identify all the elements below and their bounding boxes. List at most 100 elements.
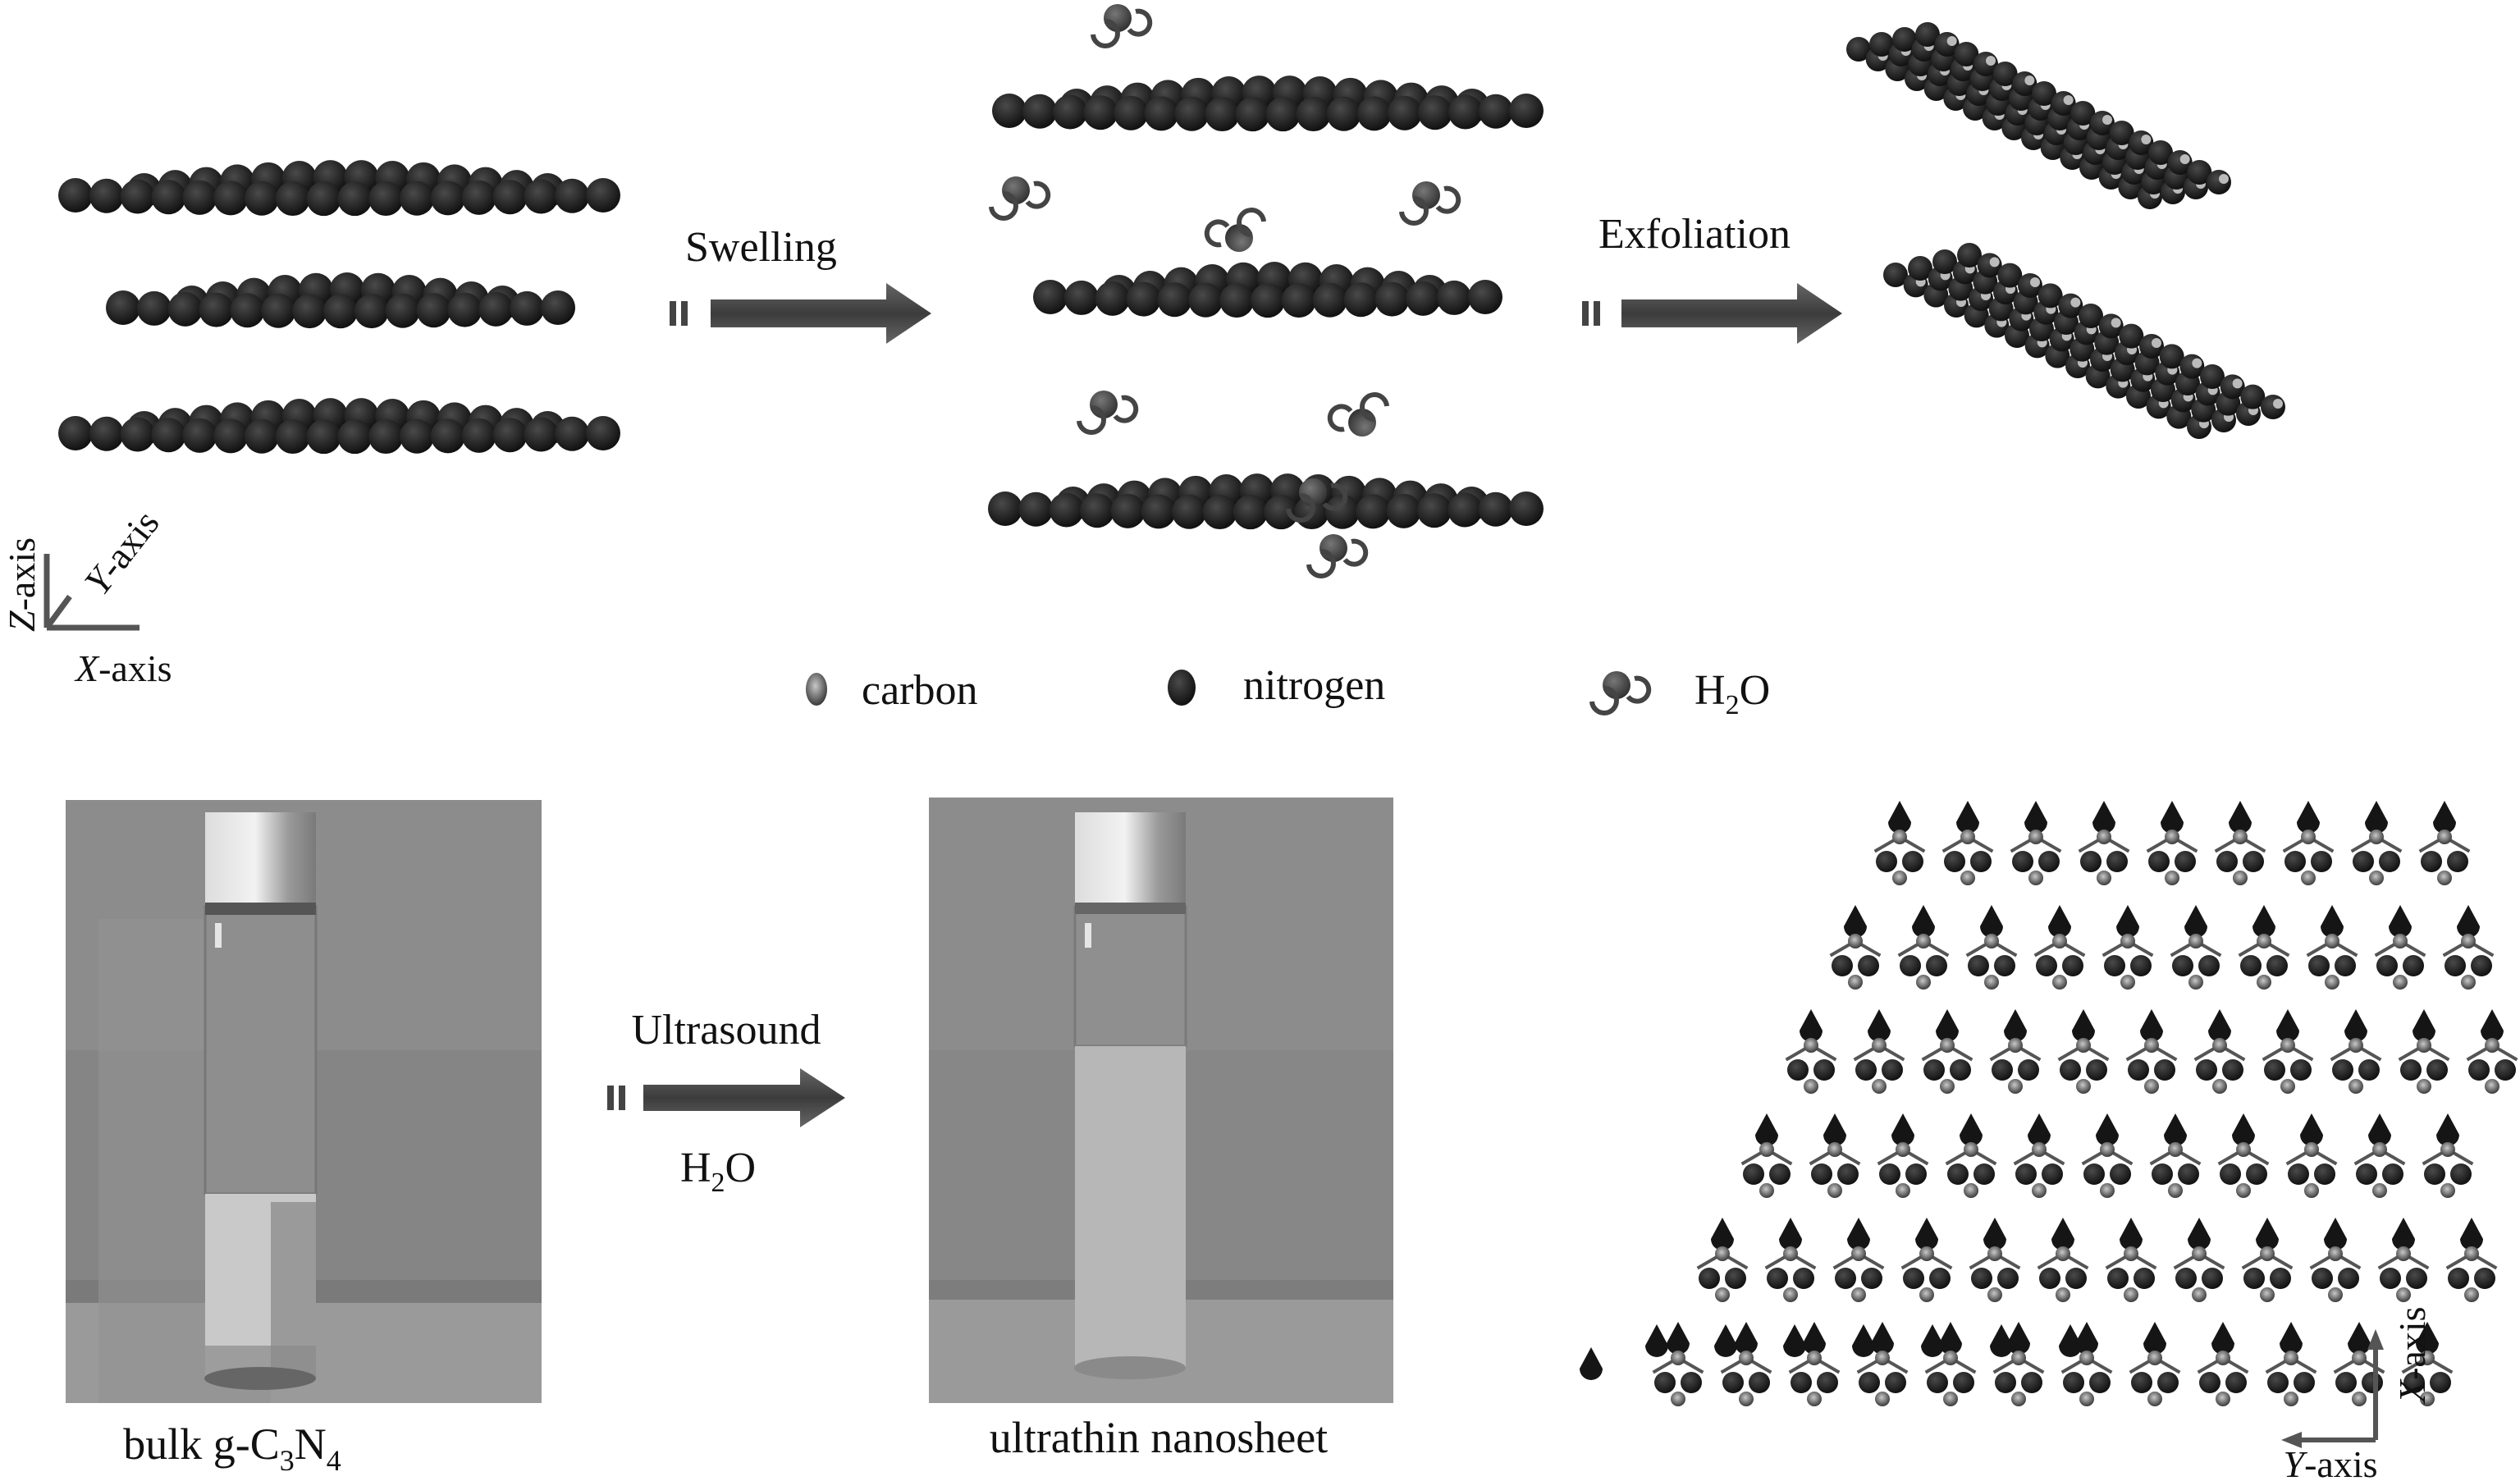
lattice-y-axis-label: Y-axis (2283, 1443, 2377, 1481)
lattice-x-axis-label: X-axis (2391, 1306, 2433, 1405)
nitrogen-atom (89, 416, 124, 451)
nitrogen-atom (2424, 1163, 2445, 1185)
carbon-atom (2030, 277, 2040, 287)
xyz-axes-indicator: Z-axis Y-axis X-axis (1, 502, 172, 689)
nitrogen-atom (2188, 1218, 2211, 1250)
nitrogen-atom (1281, 283, 1316, 318)
nitrogen-atom (1172, 494, 1207, 529)
ultrasound-label: Ultrasound (631, 1007, 821, 1054)
nitrogen-atom (58, 178, 93, 213)
nitrogen-atom (120, 179, 155, 214)
water-molecule-icon (991, 176, 1048, 218)
carbon-atom (2328, 1287, 2343, 1302)
nitrogen-atom (1994, 955, 2015, 976)
nitrogen-atom (2290, 1059, 2312, 1081)
triazine-unit (2241, 1218, 2294, 1302)
carbon-atom (1872, 1038, 1887, 1053)
nitrogen-atom (1722, 1372, 1744, 1393)
carbon-atom (2260, 1246, 2275, 1261)
triazine-unit (2238, 905, 2290, 990)
nitrogen-atom (1997, 263, 2023, 288)
nitrogen-atom (1915, 22, 1940, 47)
nitrogen-atom (2024, 801, 2047, 834)
nitrogen-atom (1033, 280, 1068, 314)
carbon-atom (1896, 1183, 1910, 1198)
nitrogen-atom (1892, 27, 1917, 52)
nitrogen-atom (1947, 1163, 1969, 1185)
carbon-atom (2120, 975, 2135, 990)
nitrogen-atom (106, 290, 140, 325)
nitrogen-atom (2335, 955, 2356, 976)
triazine-unit (1720, 1322, 1772, 1406)
nitrogen-atom (182, 418, 217, 453)
water-molecule-icon (1079, 391, 1136, 432)
nitrogen-atom (1879, 1163, 1900, 1185)
nitrogen-atom (2089, 1372, 2111, 1393)
triazine-unit (2282, 801, 2335, 885)
triazine-unit (2445, 1218, 2498, 1302)
nitrogen-atom (2252, 905, 2275, 938)
nitrogen-atom (2104, 955, 2125, 976)
nitrogen-atom (1386, 493, 1421, 528)
nitrogen-atom (2288, 1163, 2309, 1185)
nitrogen-atom (2365, 801, 2388, 834)
carbon-atom (2304, 1183, 2319, 1198)
nitrogen-atom (1749, 1372, 1770, 1393)
carbon-atom (2212, 1038, 2227, 1053)
carbon-atom (2165, 830, 2179, 844)
nitrogen-atom (2199, 1372, 2220, 1393)
triazine-unit (2060, 1322, 2113, 1406)
nitrogen-atom (1417, 95, 1452, 130)
nitrogen-atom (1645, 1324, 1668, 1357)
nitrogen-atom (1813, 1059, 1835, 1081)
nitrogen-atom (1835, 1268, 1856, 1289)
nitrogen-atom (1905, 1163, 1927, 1185)
nitrogen-atom (2109, 121, 2134, 145)
triazine-unit (2442, 905, 2495, 990)
carbon-atom (1671, 1351, 1685, 1365)
nitrogen-atom (2207, 170, 2231, 194)
triazine-unit (1969, 1218, 2021, 1302)
nitrogen-atom (2276, 1009, 2299, 1042)
legend: carbon nitrogen H2O (806, 662, 1770, 720)
nitrogen-atom (524, 417, 559, 452)
nitrogen-atom (1681, 1372, 1702, 1393)
triazine-unit (2353, 1113, 2406, 1198)
carbon-atom (2100, 1142, 2115, 1157)
nitrogen-atom (1714, 1324, 1737, 1357)
nitrogen-atom (2406, 1268, 2427, 1289)
carbon-atom (1848, 975, 1863, 990)
nitrogen-atom (586, 178, 620, 213)
nitrogen-atom (1869, 32, 1894, 57)
nitrogen-atom (385, 293, 420, 328)
nitrogen-atom (1944, 851, 1965, 872)
nitrogen-atom (2159, 344, 2184, 369)
nitrogen-atom (1049, 492, 1084, 528)
carbon-atom (2464, 1246, 2479, 1261)
nitrogen-atom (2240, 384, 2266, 409)
nitrogen-atom (2392, 1218, 2415, 1250)
nitrogen-atom (2416, 1322, 2439, 1355)
carbon-atom (2079, 1392, 2094, 1406)
nitrogen-atom (2471, 955, 2492, 976)
carbon-atom (2168, 1142, 2183, 1157)
triazine-unit (2033, 905, 2086, 990)
photo-ultrathin-nanosheet (929, 798, 1393, 1403)
triazine-unit (2330, 1009, 2382, 1094)
nitrogen-atom (2120, 1218, 2143, 1250)
nitrogen-atom (2403, 1372, 2425, 1393)
xy-axes-indicator: X-axis Y-axis (2281, 1306, 2433, 1481)
nitrogen-atom (1202, 495, 1237, 530)
nitrogen-atom (89, 178, 124, 213)
nitrogen-atom (400, 181, 435, 216)
carbon-atom (1715, 1246, 1730, 1261)
carbon-atom (1919, 1287, 1934, 1302)
nitrogen-atom (2430, 1372, 2451, 1393)
carbon-atom (2024, 75, 2035, 85)
nitrogen-atom (1711, 1218, 1734, 1250)
triazine-unit (2057, 1009, 2110, 1094)
nitrogen-atom (1767, 1268, 1788, 1289)
nitrogen-atom (1296, 97, 1331, 132)
water-molecule-icon (1207, 210, 1264, 252)
